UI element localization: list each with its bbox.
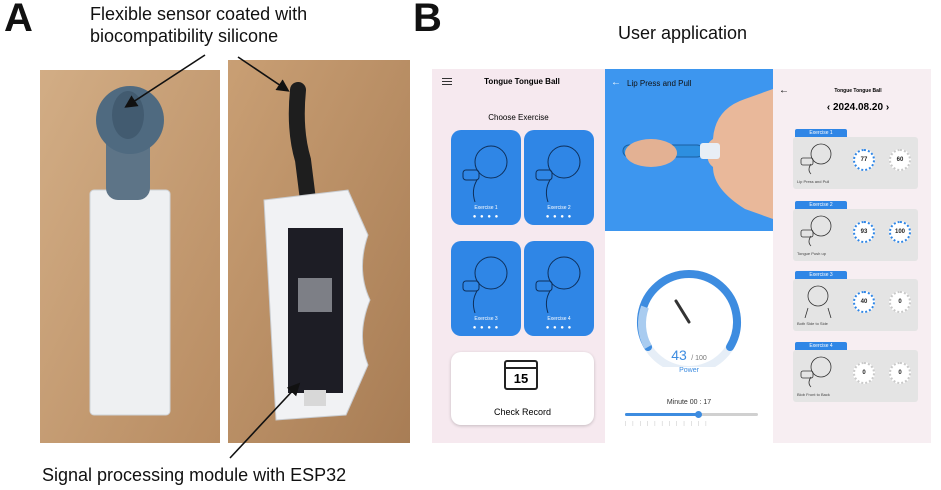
sensor-caption-line1: Flexible sensor coated with: [90, 4, 308, 24]
time-slider-fill: [625, 413, 699, 416]
calendar-day: 15: [513, 371, 529, 386]
panel-b-title: User application: [618, 23, 748, 43]
count-ring: 0: [889, 362, 911, 384]
count-ring: 60: [889, 149, 911, 171]
esp32-module-illustration: [228, 60, 410, 443]
panel-a-arrows: [124, 54, 301, 459]
score-ring: 0: [853, 362, 875, 384]
screen-records: ← Tongue Tongue Ball ‹ 2024.08.20 › Exer…: [773, 69, 931, 443]
prev-date-icon[interactable]: ‹: [826, 102, 831, 113]
record-card-1[interactable]: Lip Press and Pull 77 60: [793, 137, 918, 189]
sensor-device-photo: [40, 70, 220, 443]
arrow-to-cable: [237, 56, 290, 92]
page-dots: ● ● ● ●: [472, 325, 500, 331]
record-card-3[interactable]: Both Side to Side 40 0: [793, 279, 918, 331]
record-card-2[interactable]: Tongue Push up 93 100: [793, 209, 918, 261]
power-max: / 100: [691, 355, 707, 362]
face-profile-icon: [462, 145, 508, 203]
back-arrow-icon[interactable]: ←: [611, 77, 621, 88]
score-ring: 77: [853, 149, 875, 171]
record-name: Blob Front to Back: [797, 392, 830, 397]
exercise-card-1[interactable]: Exercise 1 ● ● ● ●: [451, 130, 521, 225]
screen-title: Lip Press and Pull: [627, 79, 692, 88]
face-profile-icon: [800, 356, 832, 388]
record-name: Both Side to Side: [797, 321, 828, 326]
page-dots: ● ● ● ●: [545, 325, 573, 331]
exercise-label: Exercise 3: [474, 316, 498, 322]
exercise-label: Exercise 4: [547, 316, 571, 322]
power-value: 43: [671, 347, 687, 363]
sensor-device-illustration: [40, 70, 220, 443]
score-ring: 93: [853, 221, 875, 243]
record-tag: Exercise 4: [795, 342, 847, 350]
exercise-label: Exercise 2: [547, 205, 571, 211]
date-label: 2024.08.20: [832, 102, 884, 113]
record-name: Lip Press and Pull: [797, 179, 830, 184]
page-dots: ● ● ● ●: [472, 214, 500, 220]
panel-a-letter: A: [4, 0, 33, 40]
hero-area: [605, 69, 773, 231]
gauge-needle: [674, 299, 691, 324]
face-profile-icon: [535, 145, 581, 203]
exercise-label: Exercise 1: [474, 205, 498, 211]
screen-choose-exercise: Tongue Tongue Ball Choose Exercise Exerc…: [432, 69, 605, 443]
lower-panel: 43 / 100 Power Minute 00 : 17 ||||||||||…: [605, 231, 773, 443]
time-slider[interactable]: [625, 411, 758, 418]
exercise-card-2[interactable]: Exercise 2 ● ● ● ●: [524, 130, 594, 225]
record-tag: Exercise 1: [795, 129, 847, 137]
record-card-4[interactable]: Blob Front to Back 0 0: [793, 350, 918, 402]
face-profile-icon: [800, 215, 832, 247]
time-slider-knob[interactable]: [695, 411, 703, 418]
back-arrow-icon[interactable]: ←: [779, 85, 789, 96]
count-ring: 100: [889, 221, 911, 243]
power-label: Power: [679, 367, 699, 374]
face-profile-icon: [462, 256, 508, 314]
check-record-button[interactable]: 15 Check Record: [451, 352, 594, 425]
module-caption: Signal processing module with ESP32: [42, 465, 347, 485]
record-name: Tongue Push up: [797, 251, 826, 256]
lip-exercise-illustration: [622, 89, 773, 219]
exercise-card-4[interactable]: Exercise 4 ● ● ● ●: [524, 241, 594, 336]
arrow-to-module: [229, 382, 301, 459]
page-dots: ● ● ● ●: [545, 214, 573, 220]
app-title: Tongue Tongue Ball: [834, 88, 882, 94]
date-selector: ‹ 2024.08.20 ›: [803, 102, 913, 113]
app-title: Tongue Tongue Ball: [484, 77, 560, 86]
power-readout: 43 / 100: [605, 347, 773, 365]
sensor-caption-line2: biocompatibility silicone: [90, 26, 279, 46]
check-record-label: Check Record: [493, 407, 552, 417]
record-tag: Exercise 2: [795, 201, 847, 209]
power-gauge: [637, 270, 741, 367]
exercise-card-3[interactable]: Exercise 3 ● ● ● ●: [451, 241, 521, 336]
screen-lip-press: ← Lip Press and Pull 43 / 100 Power Minu…: [605, 69, 773, 443]
arrow-to-sensor: [124, 54, 206, 108]
esp32-module-photo: [228, 60, 410, 443]
timer-label: Minute 00 : 17: [666, 399, 712, 406]
face-front-icon: [804, 285, 832, 318]
record-tag: Exercise 3: [795, 271, 847, 279]
score-ring: 40: [853, 291, 875, 313]
panel-b-letter: B: [413, 0, 442, 40]
slider-ticks: ||||||||||||: [625, 421, 713, 427]
count-ring: 0: [889, 291, 911, 313]
calendar-icon: 15: [504, 360, 538, 390]
next-date-icon[interactable]: ›: [885, 102, 890, 113]
face-profile-icon: [535, 256, 581, 314]
menu-icon[interactable]: [442, 78, 452, 85]
sensor-caption: Flexible sensor coated with biocompatibi…: [90, 3, 307, 47]
choose-exercise-heading: Choose Exercise: [488, 113, 549, 122]
face-profile-icon: [800, 143, 832, 175]
